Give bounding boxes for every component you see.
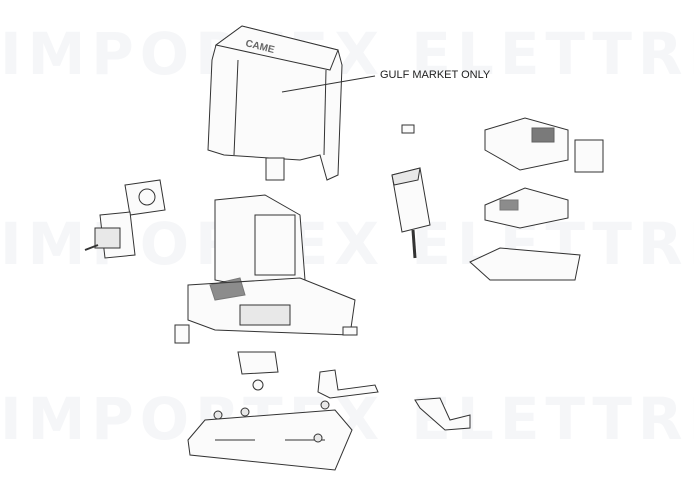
bracket — [265, 157, 285, 181]
key-cylinder — [252, 379, 264, 391]
electric-motor — [391, 124, 431, 259]
release-lock — [237, 351, 279, 375]
motor-housing — [187, 194, 356, 336]
gear-assembly — [84, 179, 166, 259]
limit-switch — [342, 326, 358, 336]
callout-leader — [281, 75, 376, 93]
motor-cover: CAME — [207, 25, 376, 181]
control-unit — [469, 117, 604, 281]
gulf-market-callout: GULF MARKET ONLY — [380, 69, 491, 81]
watermark: IMPORTEX ELETTRICA — [0, 20, 694, 88]
foundation-plate — [187, 400, 353, 471]
magnet-bracket — [317, 369, 379, 399]
connector — [174, 324, 190, 344]
limit-bracket — [414, 397, 471, 431]
